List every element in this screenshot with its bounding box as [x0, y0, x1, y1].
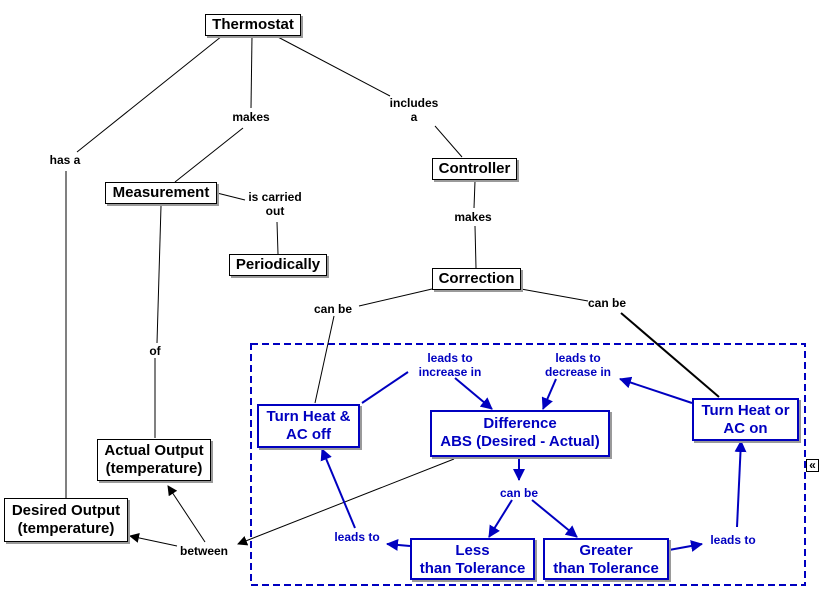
feedback-group-frame — [250, 343, 806, 586]
concept-less-than-tolerance[interactable]: Less than Tolerance — [410, 538, 535, 580]
link-label-makes-controller: makes — [454, 210, 492, 224]
concept-turn-heat-ac-off[interactable]: Turn Heat & AC off — [257, 404, 360, 448]
link-label-leads-to-off: leads to — [334, 530, 380, 544]
concept-periodically[interactable]: Periodically — [229, 254, 327, 276]
link-label-can-be-left: can be — [313, 302, 352, 316]
concept-actual-output[interactable]: Actual Output (temperature) — [97, 439, 211, 481]
concept-greater-than-tolerance[interactable]: Greater than Tolerance — [543, 538, 669, 580]
link-label-has-a: has a — [49, 153, 81, 167]
link-label-leads-to-increase: leads to increase in — [418, 351, 482, 379]
collapse-group-icon[interactable]: « — [806, 459, 819, 472]
link-label-can-be-difference: can be — [499, 486, 538, 500]
link-label-between: between — [179, 544, 228, 558]
link-label-is-carried-out: is carried out — [248, 190, 302, 218]
link-label-can-be-right: can be — [587, 296, 626, 310]
concept-turn-heat-ac-on[interactable]: Turn Heat or AC on — [692, 398, 799, 441]
link-label-leads-to-decrease: leads to decrease in — [544, 351, 612, 379]
link-label-includes-a: includes a — [389, 96, 439, 124]
concept-thermostat[interactable]: Thermostat — [205, 14, 301, 36]
concept-difference[interactable]: Difference ABS (Desired - Actual) — [430, 410, 610, 457]
link-label-makes: makes — [232, 110, 270, 124]
concept-desired-output[interactable]: Desired Output (temperature) — [4, 498, 128, 542]
link-label-of: of — [149, 344, 161, 358]
concept-measurement[interactable]: Measurement — [105, 182, 217, 204]
concept-controller[interactable]: Controller — [432, 158, 517, 180]
link-label-leads-to-on: leads to — [710, 533, 756, 547]
concept-correction[interactable]: Correction — [432, 268, 521, 290]
